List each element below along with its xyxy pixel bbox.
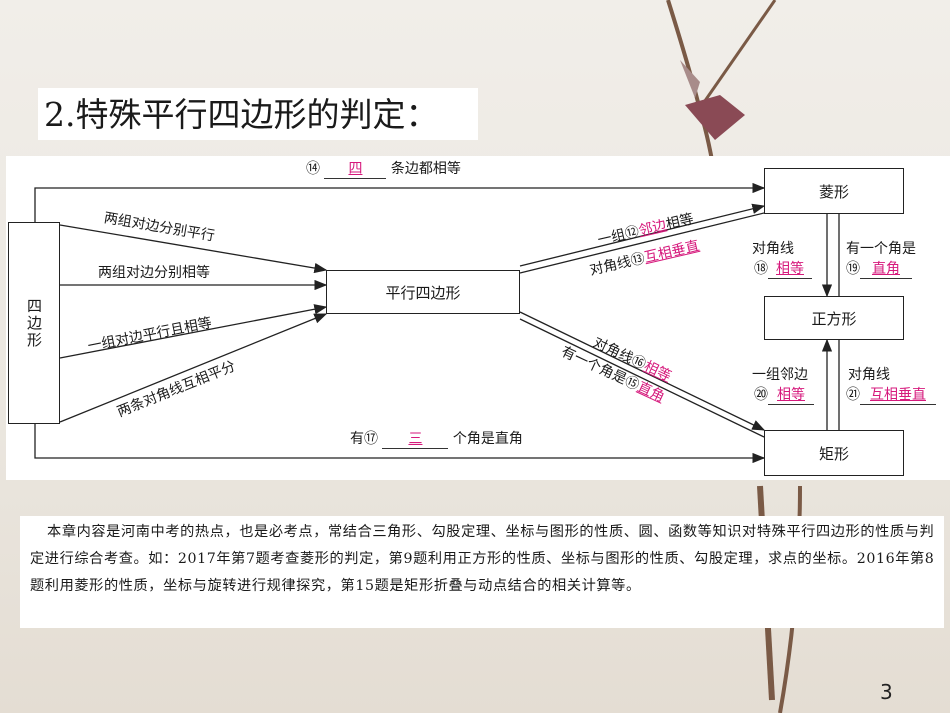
answer-17: 三 (382, 430, 449, 449)
label-num: ⑳ (754, 387, 768, 403)
section-title: 2.特殊平行四边形的判定： (44, 95, 439, 134)
edge-quad-rectangle (34, 424, 766, 464)
page-number: 3 (880, 680, 893, 704)
answer-20: 相等 (768, 386, 814, 405)
edge-quad-rhombus (34, 182, 766, 222)
edge-qp-3 (59, 304, 328, 359)
label-text: 条边都相等 (390, 161, 461, 177)
label-num: ⑱ (754, 261, 768, 277)
label-rs-1-head: 对角线 (752, 241, 794, 257)
title-background (38, 88, 478, 140)
label-num: 有⑰ (350, 431, 378, 447)
label-num: ⑲ (846, 261, 860, 277)
paragraph-background (20, 516, 944, 628)
label-quad-rectangle: 有⑰ 三 个角是直角 (350, 430, 523, 449)
label-num: ㉑ (846, 387, 860, 403)
node-quadrilateral: 四边形 (8, 222, 60, 424)
node-quadrilateral-label: 四边形 (25, 297, 43, 349)
label-rects-2-head: 对角线 (848, 367, 890, 383)
label-qp-2: 两组对边分别相等 (98, 265, 210, 281)
edge-qp-4 (59, 313, 328, 423)
answer-21: 互相垂直 (860, 386, 936, 405)
node-parallelogram: 平行四边形 (326, 270, 520, 314)
label-text: 个角是直角 (452, 431, 523, 447)
node-square: 正方形 (764, 296, 904, 340)
label-num: ⑭ (306, 161, 320, 177)
answer-18: 相等 (768, 260, 812, 279)
answer-14: 四 (324, 160, 387, 179)
node-rhombus: 菱形 (764, 168, 904, 214)
label-rects-1-head: 一组邻边 (752, 367, 808, 383)
node-rectangle: 矩形 (764, 430, 904, 476)
answer-19: 直角 (860, 260, 912, 279)
label-quad-rhombus: ⑭ 四 条边都相等 (306, 160, 461, 179)
edge-qp-1 (59, 224, 328, 274)
summary-paragraph: 本章内容是河南中考的热点，也是必考点，常结合三角形、勾股定理、坐标与图形的性质、… (30, 524, 935, 594)
label-rs-2-head: 有一个角是 (846, 241, 916, 257)
